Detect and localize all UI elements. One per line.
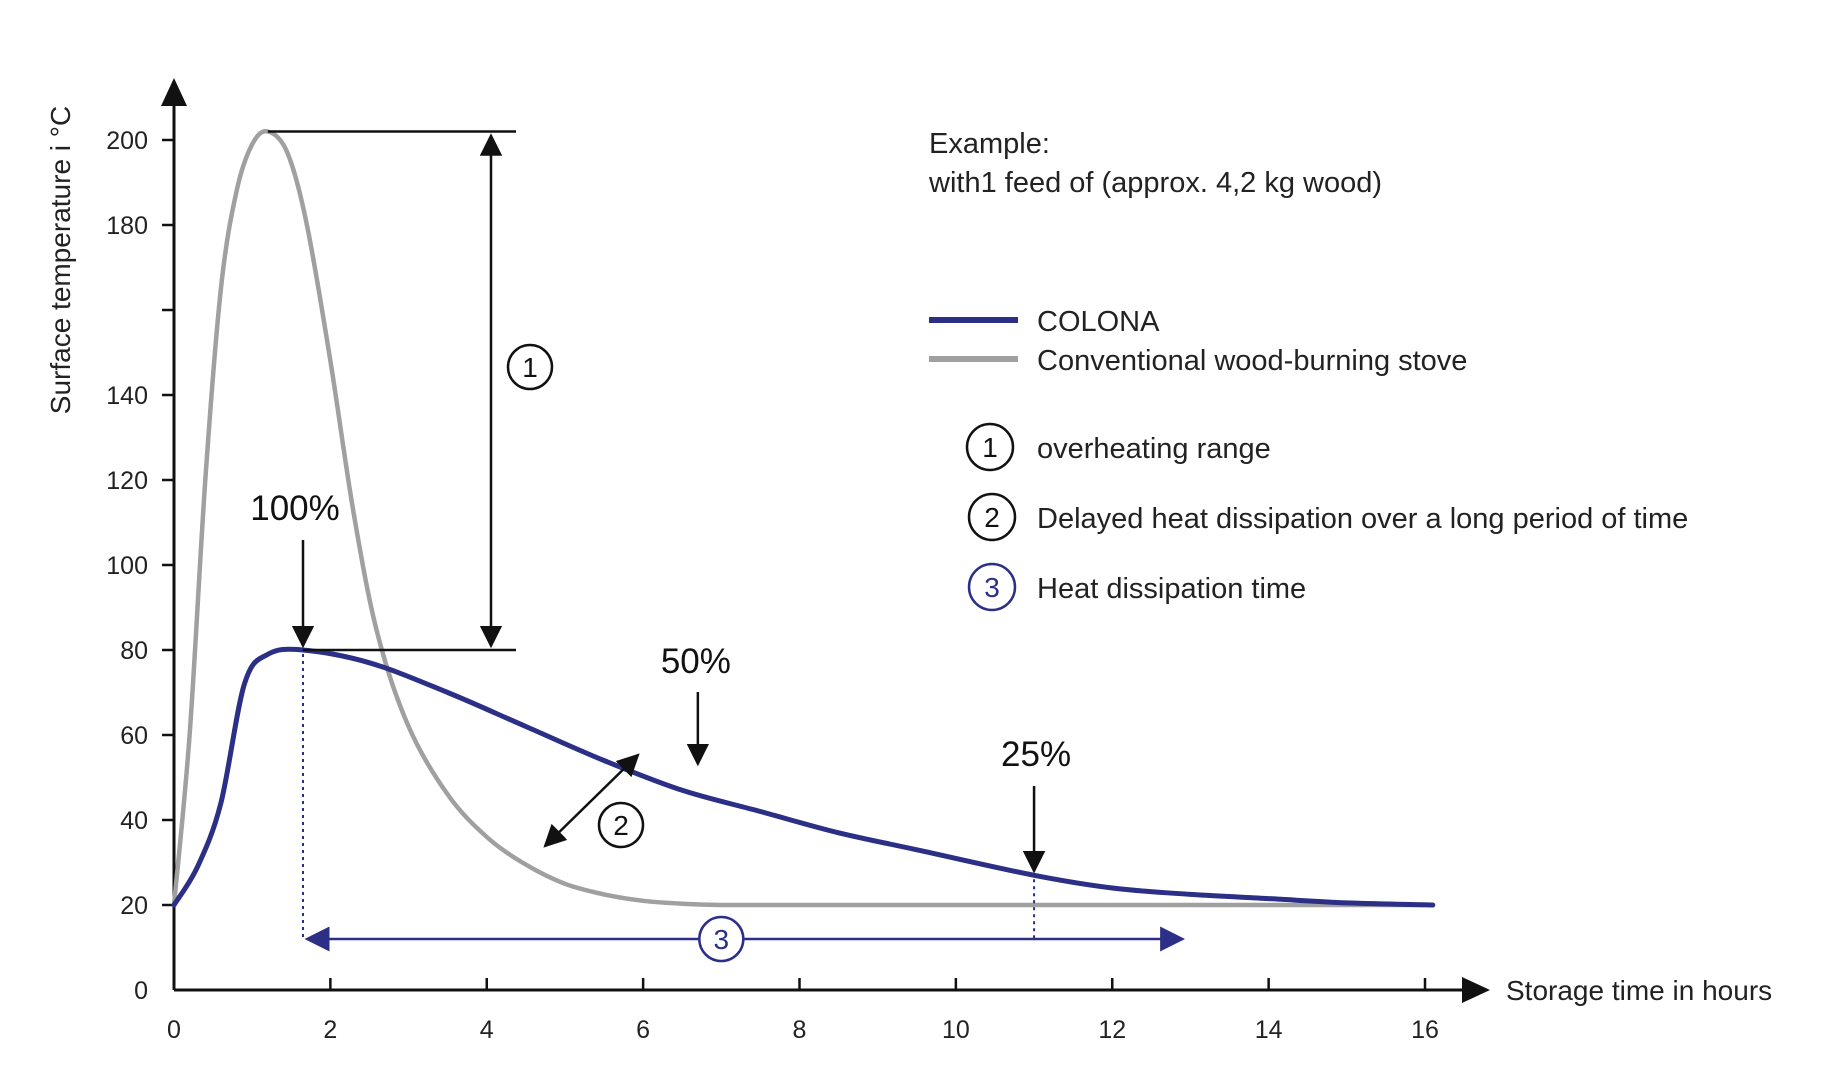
legend-item-1-text: overheating range	[1037, 433, 1271, 465]
legend-item-2-text: Delayed heat dissipation over a long per…	[1037, 503, 1688, 535]
legend-item-3-number: 3	[984, 572, 1000, 603]
axes	[161, 78, 1490, 1003]
y-tick-label: 20	[120, 892, 148, 920]
x-tick-label: 4	[480, 1016, 494, 1044]
legend-item-1-number: 1	[982, 432, 998, 463]
legend-item-2-number: 2	[984, 502, 1000, 533]
legend-item-2: 2 Delayed heat dissipation over a long p…	[967, 492, 1688, 542]
x-tick-label: 2	[323, 1016, 337, 1044]
y-tick-label: 80	[120, 637, 148, 665]
series-line-conventional	[171, 129, 1428, 908]
series-line-colona	[171, 646, 1436, 908]
marker-3: 3	[698, 915, 745, 963]
x-tick-label: 14	[1255, 1016, 1283, 1044]
marker-1: 1	[506, 343, 554, 391]
y-axis-title: Surface temperature i °C	[45, 106, 76, 414]
example-detail: with1 feed of (approx. 4,2 kg wood)	[928, 167, 1382, 199]
annotations: 1 100% 50% 25% 2 3	[250, 130, 1186, 963]
y-tick-label: 40	[120, 807, 148, 835]
legend-item-3: 3 Heat dissipation time	[967, 562, 1306, 612]
legend-label-colona: COLONA	[1037, 306, 1160, 338]
example-note: Example: with1 feed of (approx. 4,2 kg w…	[928, 128, 1382, 199]
x-tick-label: 0	[167, 1016, 181, 1044]
marker-1-number: 1	[522, 352, 538, 383]
legend-label-conventional: Conventional wood-burning stove	[1037, 345, 1467, 377]
marker-3-number: 3	[714, 924, 730, 955]
legend-item-1: 1 overheating range	[965, 422, 1271, 472]
y-tick-label: 140	[106, 382, 148, 410]
x-tick-label: 6	[636, 1016, 650, 1044]
y-tick-label: 60	[120, 722, 148, 750]
y-ticks: 0 20 40 60 80 100 120 140 180 200	[106, 127, 174, 1005]
y-tick-label: 0	[134, 977, 148, 1005]
legend: COLONA Conventional wood-burning stove 1…	[929, 306, 1688, 612]
x-tick-label: 12	[1098, 1016, 1126, 1044]
y-tick-label: 120	[106, 467, 148, 495]
x-tick-label: 10	[942, 1016, 970, 1044]
delayed-dissipation-arrow	[543, 753, 640, 848]
peak-percent-label: 100%	[250, 489, 340, 528]
series-layer	[171, 129, 1436, 908]
y-tick-label: 200	[106, 127, 148, 155]
legend-item-3-text: Heat dissipation time	[1037, 573, 1306, 605]
x-axis-arrowhead	[1462, 977, 1490, 1003]
marker-2-number: 2	[613, 810, 629, 841]
x-tick-label: 8	[793, 1016, 807, 1044]
x-axis-title: Storage time in hours	[1506, 975, 1772, 1006]
marker-2: 2	[597, 801, 645, 849]
half-percent-label: 50%	[661, 642, 731, 681]
quarter-percent-label: 25%	[1001, 735, 1071, 774]
y-axis-arrowhead	[161, 78, 187, 106]
x-tick-label: 16	[1411, 1016, 1439, 1044]
y-tick-label: 100	[106, 552, 148, 580]
x-ticks: 0 2 4 6 8 10 12 14 16	[167, 978, 1439, 1044]
example-title: Example:	[929, 128, 1050, 160]
y-tick-label: 180	[106, 212, 148, 240]
